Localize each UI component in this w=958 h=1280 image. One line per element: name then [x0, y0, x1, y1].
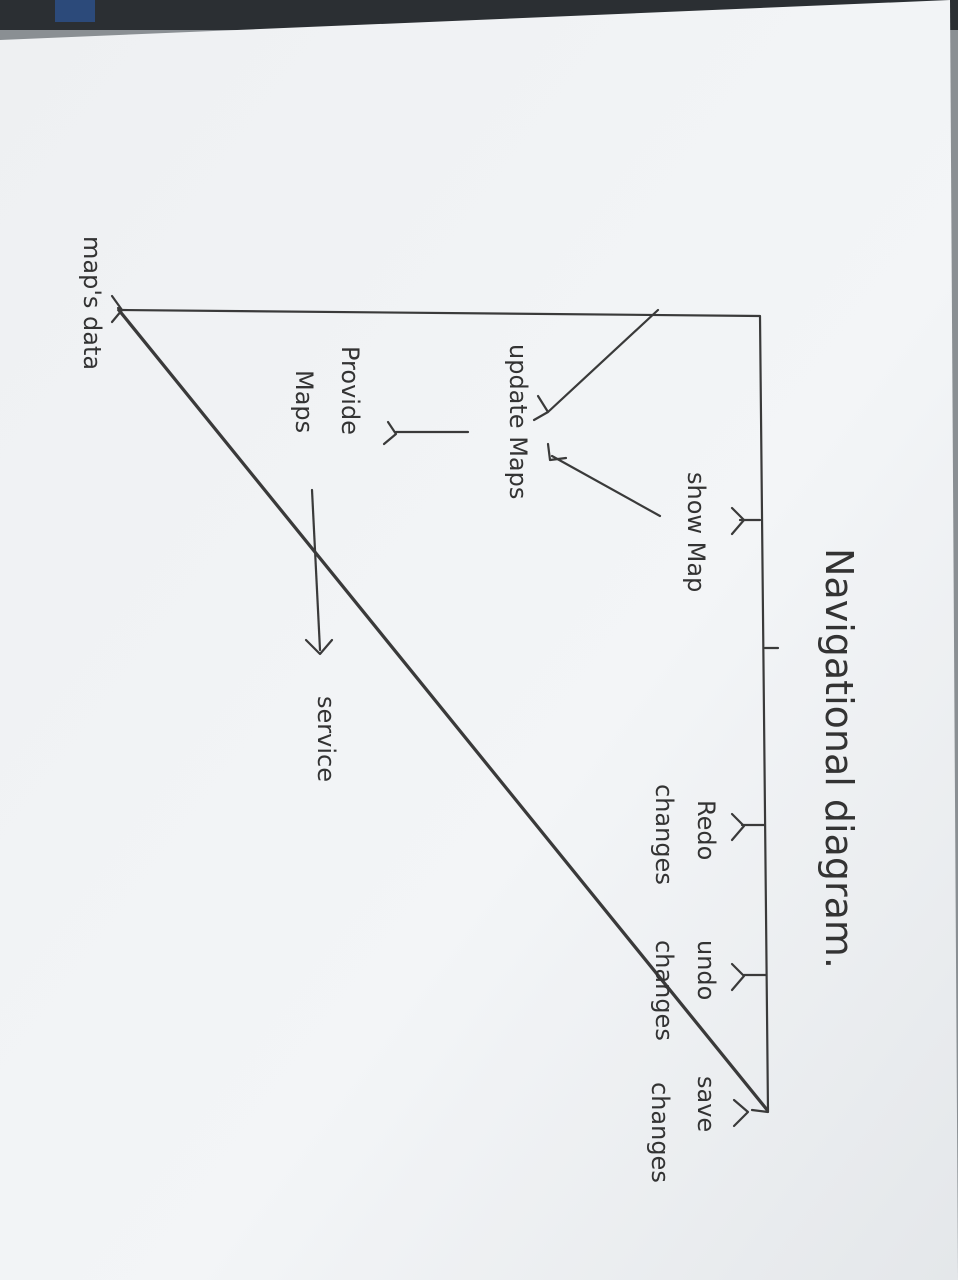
edge-maps-data-update [546, 308, 660, 414]
bus-spine [117, 309, 769, 1113]
node-show-map: show Map [682, 472, 710, 593]
arrowhead-provide [382, 420, 398, 446]
arrowhead-update-from-data [532, 394, 550, 422]
arrowhead-maps-data [110, 294, 124, 324]
node-service: service [312, 696, 340, 782]
arrowhead-save [732, 1098, 750, 1128]
bus-path [120, 308, 770, 1114]
arrowhead-redo [730, 812, 746, 842]
arrowhead-undo [730, 962, 746, 992]
arrowhead-service [304, 638, 334, 656]
edge-provide-service [310, 488, 322, 652]
arrowhead-show-map [730, 506, 746, 536]
main-bus-line [117, 307, 769, 1111]
arrowhead-update-from-show [546, 442, 568, 462]
blue-object [55, 0, 95, 22]
node-maps-data: map's data [78, 236, 106, 371]
node-update-maps: update Maps [504, 344, 532, 500]
title-label: Navigational diagram. [817, 548, 861, 969]
edge-show-map-update [550, 454, 662, 518]
